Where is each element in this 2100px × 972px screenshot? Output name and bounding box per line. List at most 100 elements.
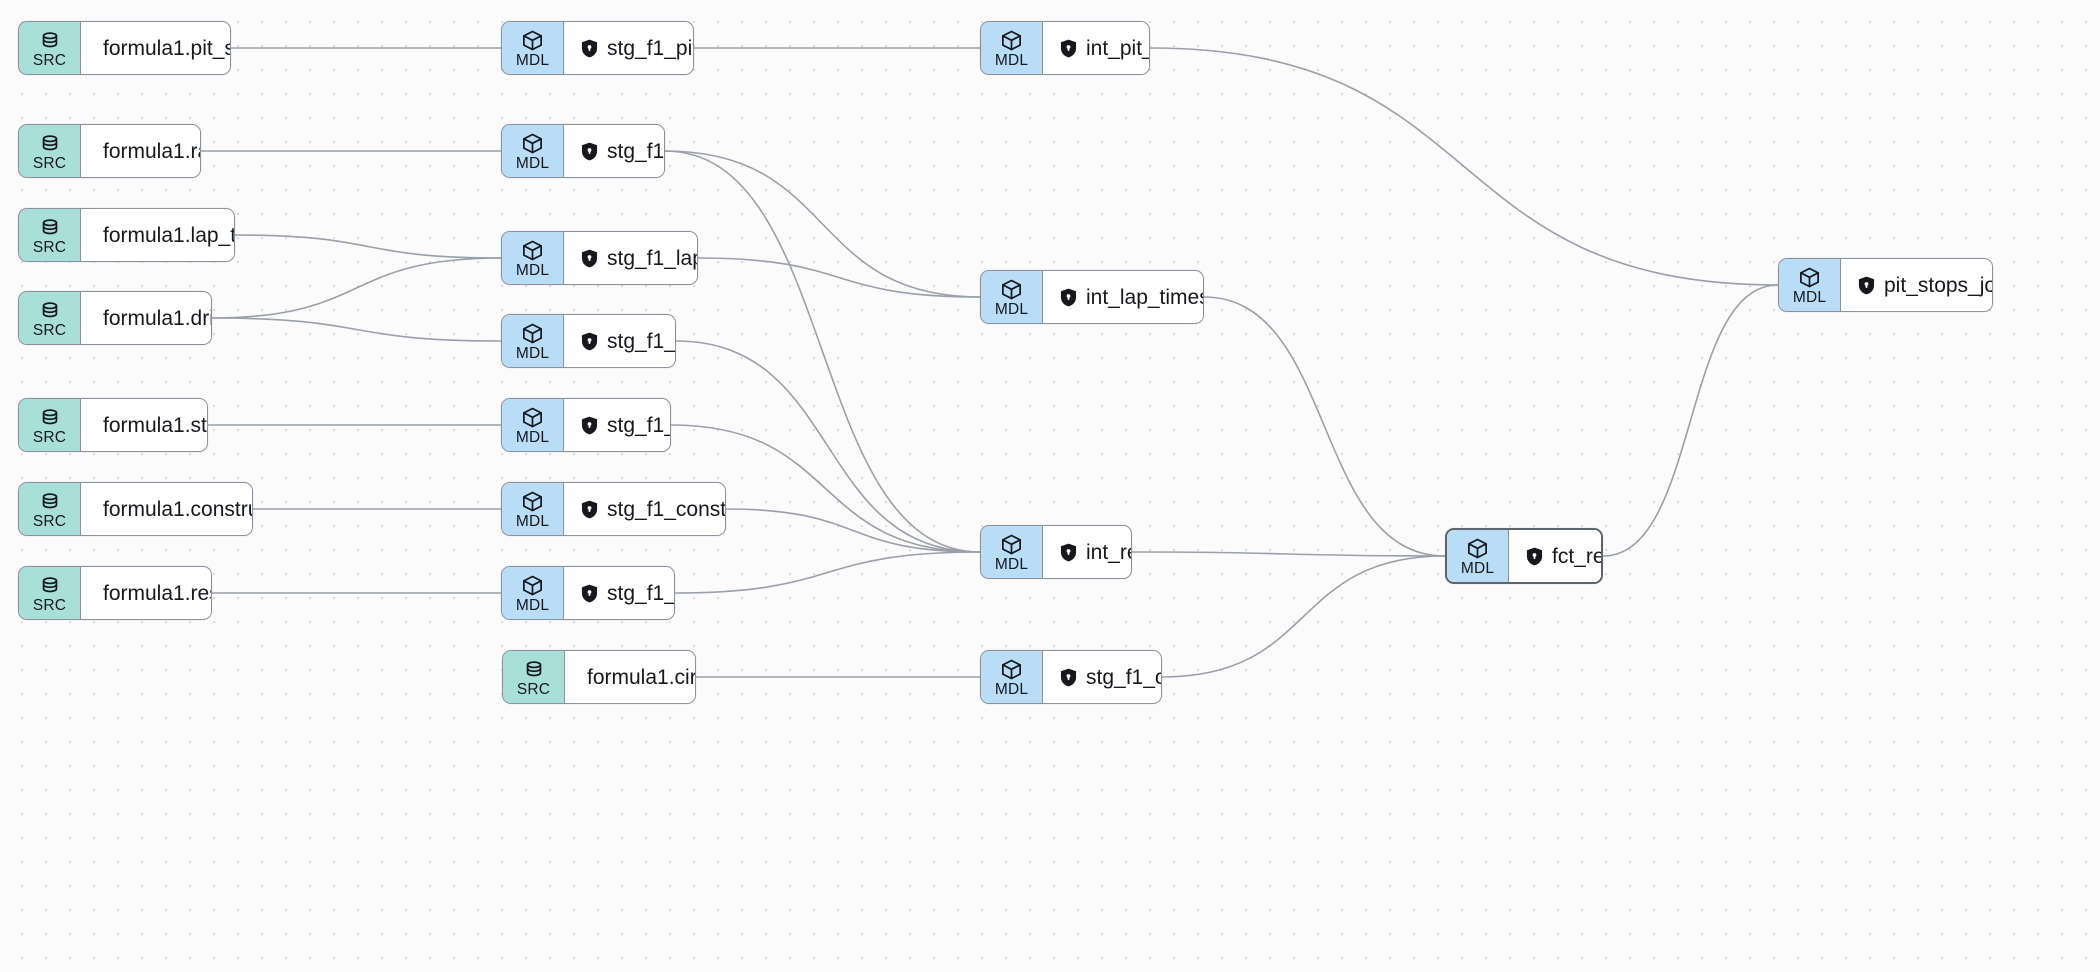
node-label: formula1.constructors <box>103 497 252 521</box>
shield-icon <box>1060 668 1077 687</box>
graph-node-src_status[interactable]: SRC formula1.status <box>18 398 208 452</box>
cube-icon <box>521 132 544 155</box>
shield-icon <box>581 249 598 268</box>
shield-icon <box>1060 39 1077 58</box>
badge-label: SRC <box>32 321 67 339</box>
model-badge: MDL <box>502 567 564 619</box>
badge-label: MDL <box>515 262 550 280</box>
node-body: stg_f1_races <box>564 125 664 177</box>
model-badge: MDL <box>1779 259 1841 311</box>
source-badge: SRC <box>19 292 81 344</box>
badge-label: SRC <box>32 51 67 69</box>
node-label: stg_f1_circuits <box>1086 665 1161 689</box>
node-label: stg_f1_lap_times <box>607 246 697 270</box>
node-label: formula1.races <box>103 139 200 163</box>
edge-int_lap_times_years-to-fct_results <box>1203 296 1446 557</box>
shield-icon <box>581 416 598 435</box>
graph-node-stg_circuits[interactable]: MDL stg_f1_circuits <box>980 650 1162 704</box>
shield-icon <box>1526 547 1543 566</box>
graph-node-stg_pit_stops[interactable]: MDL stg_f1_pit_stops <box>501 21 694 75</box>
model-badge: MDL <box>502 315 564 367</box>
badge-label: MDL <box>515 155 550 173</box>
model-badge: MDL <box>981 651 1043 703</box>
source-badge: SRC <box>19 483 81 535</box>
node-body: stg_f1_status <box>564 399 670 451</box>
database-icon <box>39 30 61 52</box>
badge-label: SRC <box>516 680 551 698</box>
cube-icon <box>521 406 544 429</box>
node-body: formula1.pit_stops <box>81 22 230 74</box>
edge-stg_circuits-to-fct_results <box>1161 555 1446 678</box>
cube-icon <box>1000 533 1023 556</box>
source-badge: SRC <box>19 22 81 74</box>
cube-icon <box>1798 266 1821 289</box>
source-badge: SRC <box>503 651 565 703</box>
node-body: pit_stops_joined <box>1841 259 1992 311</box>
model-badge: MDL <box>502 232 564 284</box>
edge-stg_lap_times-to-int_lap_times_years <box>697 257 981 298</box>
node-label: formula1.lap_times <box>103 223 234 247</box>
node-body: formula1.results <box>81 567 211 619</box>
shield-icon <box>1060 543 1077 562</box>
node-label: int_pit_stops <box>1086 36 1149 60</box>
node-body: formula1.lap_times <box>81 209 234 261</box>
cube-icon <box>1000 278 1023 301</box>
node-body: int_pit_stops <box>1043 22 1149 74</box>
node-body: stg_f1_lap_times <box>564 232 697 284</box>
edge-src_drivers-to-stg_lap_times <box>211 257 502 319</box>
graph-node-src_circuits[interactable]: SRC formula1.circuits <box>502 650 696 704</box>
shield-icon <box>581 332 598 351</box>
model-badge: MDL <box>502 483 564 535</box>
shield-icon <box>581 500 598 519</box>
graph-node-src_drivers[interactable]: SRC formula1.drivers <box>18 291 212 345</box>
source-badge: SRC <box>19 399 81 451</box>
node-label: formula1.status <box>103 413 207 437</box>
database-icon <box>39 575 61 597</box>
badge-label: SRC <box>32 428 67 446</box>
database-icon <box>39 407 61 429</box>
node-body: stg_f1_results <box>564 567 674 619</box>
database-icon <box>39 491 61 513</box>
badge-label: MDL <box>994 301 1029 319</box>
cube-icon <box>1000 29 1023 52</box>
graph-node-int_pit_stops[interactable]: MDL int_pit_stops <box>980 21 1150 75</box>
model-badge: MDL <box>981 526 1043 578</box>
graph-node-src_pit_stops[interactable]: SRC formula1.pit_stops <box>18 21 231 75</box>
graph-node-stg_races[interactable]: MDL stg_f1_races <box>501 124 665 178</box>
node-label: formula1.pit_stops <box>103 36 230 60</box>
node-label: formula1.circuits <box>587 665 696 689</box>
model-badge: MDL <box>981 271 1043 323</box>
badge-label: MDL <box>994 556 1029 574</box>
edge-int_pit_stops-to-pit_stops_joined <box>1149 47 1779 286</box>
node-body: stg_f1_constructors <box>564 483 725 535</box>
source-badge: SRC <box>19 567 81 619</box>
model-badge: MDL <box>502 125 564 177</box>
graph-node-src_constructors[interactable]: SRC formula1.constructors <box>18 482 253 536</box>
graph-node-stg_lap_times[interactable]: MDL stg_f1_lap_times <box>501 231 698 285</box>
node-label: fct_results <box>1552 544 1601 568</box>
badge-label: MDL <box>994 52 1029 70</box>
badge-label: MDL <box>515 52 550 70</box>
node-label: formula1.drivers <box>103 306 212 330</box>
node-body: formula1.status <box>81 399 207 451</box>
shield-icon <box>581 39 598 58</box>
edge-stg_races-to-int_lap_times_years <box>664 150 981 298</box>
model-badge: MDL <box>502 399 564 451</box>
node-body: formula1.races <box>81 125 200 177</box>
node-body: stg_f1_pit_stops <box>564 22 693 74</box>
cube-icon <box>521 322 544 345</box>
cube-icon <box>521 490 544 513</box>
